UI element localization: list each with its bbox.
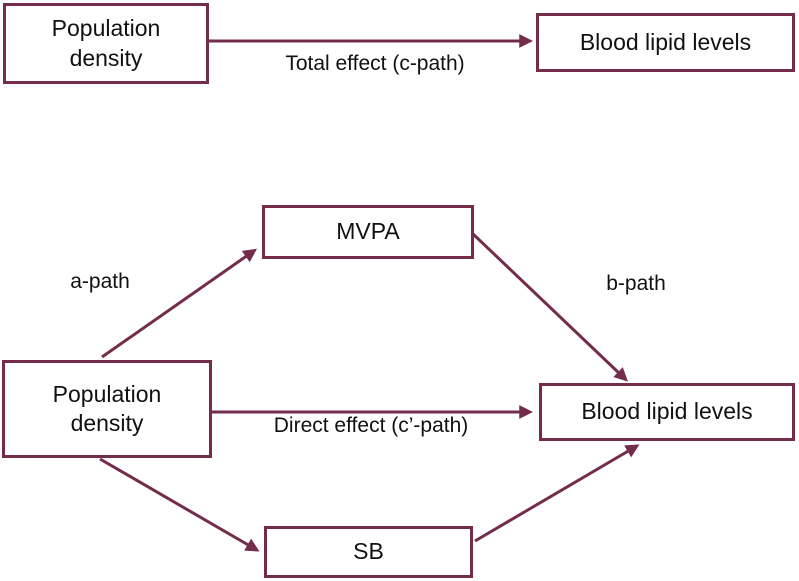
population-density-box-total-model: Population density	[3, 3, 209, 84]
pd-to-sb-arrow	[99, 457, 260, 552]
b-path-arrow	[470, 231, 628, 382]
mvpa-mediator-box: MVPA	[262, 205, 474, 259]
sb-mediator-box: SB	[264, 526, 473, 578]
a-path-arrow	[101, 248, 258, 359]
blood-lipid-levels-box-total-model: Blood lipid levels	[536, 13, 795, 72]
a-path-arrow-label: a-path	[70, 270, 130, 293]
blood-lipid-levels-label: Blood lipid levels	[581, 398, 753, 425]
total-effect-arrow-label: Total effect (c-path)	[285, 52, 465, 75]
blood-lipid-levels-label: Blood lipid levels	[579, 28, 752, 55]
sb-to-outcome-arrow	[474, 444, 640, 543]
sb-label: SB	[353, 538, 384, 565]
population-density-label: Population density	[52, 380, 162, 436]
population-density-box-mediation-model: Population density	[2, 360, 212, 458]
b-path-arrow-label: b-path	[606, 272, 666, 295]
population-density-label: Population density	[51, 15, 161, 71]
direct-effect-arrow-label: Direct effect (c’-path)	[273, 414, 469, 437]
mvpa-label: MVPA	[336, 218, 400, 245]
blood-lipid-levels-box-mediation-model: Blood lipid levels	[539, 383, 795, 441]
